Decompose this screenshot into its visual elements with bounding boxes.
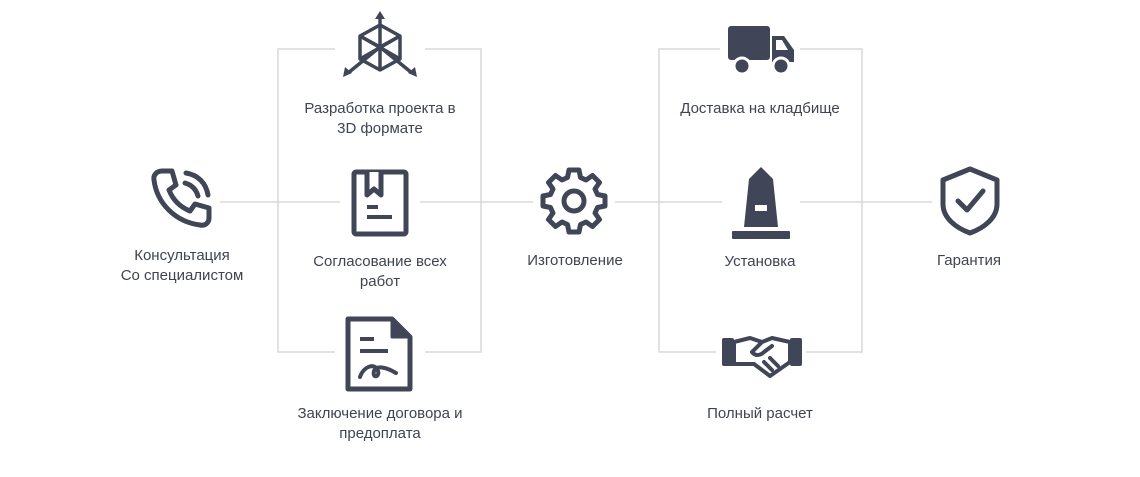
step-delivery-label: Доставка на кладбище [650,99,870,119]
gear-icon [540,167,608,235]
monument-icon [732,167,790,239]
phone-icon [151,168,212,228]
3d-cube-icon [343,11,417,77]
step-warranty-label: Гарантия [859,251,1079,271]
step-consult-line2: Со специалистом [120,267,244,284]
step-production-line1: Изготовление [527,252,623,269]
shield-check-icon [940,166,1000,236]
step-approval-label: Согласование всех работ [270,252,490,292]
step-install-line1: Установка [724,253,796,270]
step-payment-label: Полный расчет [650,404,870,424]
step-approval-line2: работ [359,273,401,290]
step-consult-line1: Консультация [134,247,230,264]
document-bookmark-icon [351,169,409,237]
signed-contract-icon [345,316,413,392]
step-contract-line1: Заключение договора и [297,405,463,422]
handshake-icon [722,336,802,378]
step-contract-line2: предоплата [339,425,421,442]
step-install-label: Установка [650,252,870,272]
step-contract-label: Заключение договора и предоплата [270,404,490,444]
step-design3d-line2: 3D формате [337,120,423,137]
step-approval-line1: Согласование всех [313,253,447,270]
step-payment-line1: Полный расчет [707,405,813,422]
step-production-label: Изготовление [465,251,685,271]
step-design3d-label: Разработка проекта в 3D формате [270,99,490,139]
step-consult-label: Консультация Со специалистом [72,246,292,286]
step-delivery-line1: Доставка на кладбище [680,100,840,117]
step-design3d-line1: Разработка проекта в [304,100,456,117]
step-warranty-line1: Гарантия [937,252,1001,269]
truck-icon [728,26,794,76]
